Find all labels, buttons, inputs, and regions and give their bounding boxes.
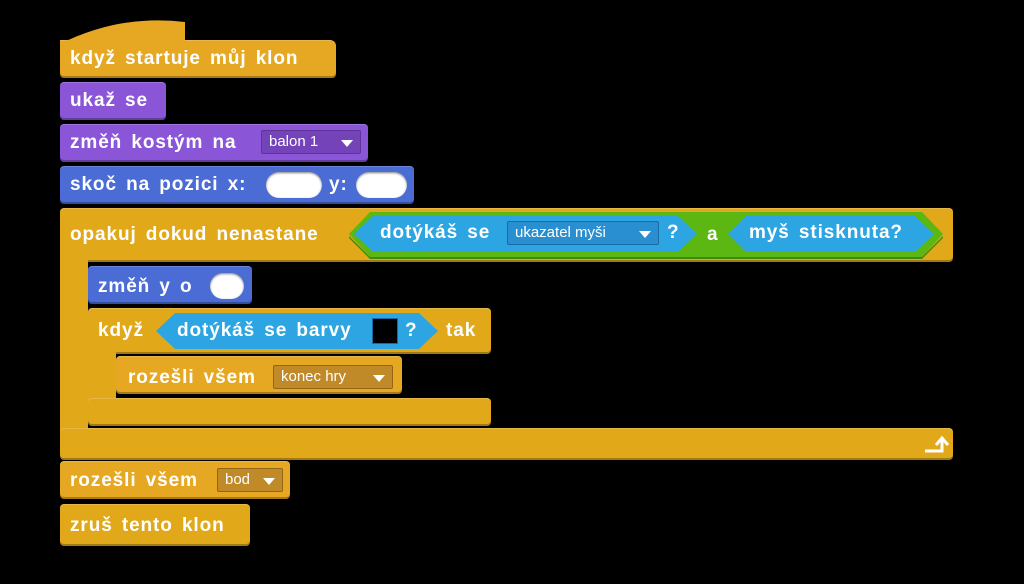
goto-y-input[interactable] [356, 172, 407, 198]
if-footer [88, 398, 491, 426]
goto-label-y: y: [329, 174, 348, 195]
goto-x-input[interactable] [266, 172, 322, 198]
change-y-input[interactable] [210, 273, 244, 299]
costume-dropdown[interactable]: balon 1 [261, 130, 361, 154]
change-y-label: změň y o [98, 276, 193, 297]
touching-question: ? [667, 222, 680, 243]
touching-color-question: ? [405, 320, 418, 341]
repeat-until-label: opakuj dokud nenastane [70, 224, 319, 245]
goto-label-x: skoč na pozici x: [70, 174, 247, 195]
hat-label: když startuje můj klon [70, 48, 299, 69]
broadcast-end-dropdown[interactable]: konec hry [273, 365, 393, 389]
show-block[interactable] [60, 82, 166, 120]
hat-when-clone-starts[interactable] [60, 40, 336, 78]
touching-color-label: dotýkáš se barvy [177, 320, 352, 341]
if-then-label: tak [446, 320, 477, 341]
repeat-until-footer [60, 428, 953, 460]
color-swatch[interactable] [372, 318, 398, 344]
repeat-until-arm [60, 250, 88, 440]
if-label: když [98, 320, 144, 341]
touching-label: dotýkáš se [380, 222, 491, 243]
dropdown-arrow-icon [373, 375, 385, 382]
broadcast-end-label: rozešli všem [128, 367, 256, 388]
touching-dropdown-value: ukazatel myši [515, 224, 606, 241]
dropdown-arrow-icon [341, 140, 353, 147]
dropdown-arrow-icon [263, 478, 275, 485]
touching-dropdown[interactable]: ukazatel myši [507, 221, 659, 245]
goto-xy-block[interactable] [60, 166, 414, 204]
broadcast-end-value: konec hry [281, 368, 347, 385]
costume-dropdown-value: balon 1 [269, 133, 319, 150]
switch-costume-label: změň kostým na [70, 132, 237, 153]
broadcast-point-dropdown[interactable]: bod [217, 468, 283, 492]
show-label: ukaž se [70, 90, 148, 111]
dropdown-arrow-icon [639, 231, 651, 238]
mouse-down-label: myš stisknuta? [749, 222, 903, 243]
delete-clone-block[interactable] [60, 504, 250, 546]
and-label: a [707, 224, 719, 245]
broadcast-point-value: bod [225, 471, 251, 488]
delete-clone-label: zruš tento klon [70, 515, 225, 536]
broadcast-point-label: rozešli všem [70, 470, 198, 491]
